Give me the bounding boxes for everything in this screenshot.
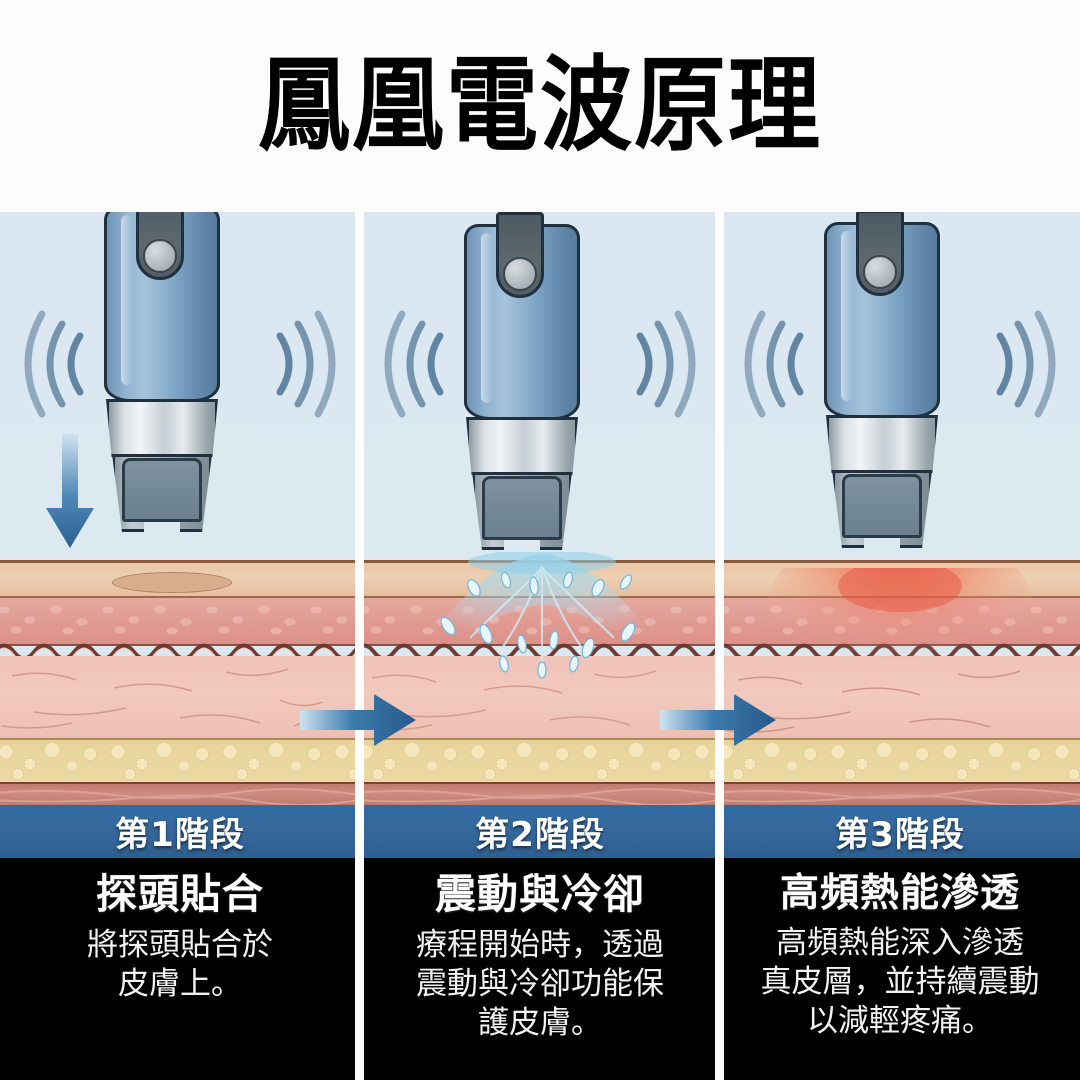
- skin-layer-muscle: [720, 782, 1080, 805]
- skin-cross-section: [720, 522, 1080, 805]
- stage-panel-2: 第2階段 震動與冷卻 療程開始時，透過 震動與冷卻功能保 護皮膚。: [360, 212, 720, 1080]
- caption-line: 真皮層，並持續震動: [760, 963, 1040, 1000]
- stage-panel-3: 第3階段 高頻熱能滲透 高頻熱能深入滲透 真皮層，並持續震動 以減輕疼痛。: [720, 212, 1080, 1080]
- arrow-right-icon: [300, 692, 418, 748]
- skin-layer-granular: [0, 598, 360, 646]
- caption-line: 護皮膚。: [478, 1005, 602, 1041]
- vibration-waves-icon: [382, 304, 448, 424]
- stage-label: 第2階段: [475, 815, 605, 855]
- caption-block-3: 高頻熱能滲透 高頻熱能深入滲透 真皮層，並持續震動 以減輕疼痛。: [720, 858, 1080, 1080]
- arrow-down-icon: [44, 434, 96, 554]
- skin-cross-section: [0, 560, 360, 805]
- probe-contact-mark: [112, 572, 232, 593]
- caption-block-2: 震動與冷卻 療程開始時，透過 震動與冷卻功能保 護皮膚。: [360, 858, 720, 1080]
- illustration-stage-1: [0, 212, 360, 805]
- stage-panel-1: 第1階段 探頭貼合 將探頭貼合於 皮膚上。: [0, 212, 360, 1080]
- panel-divider: [355, 212, 364, 1080]
- caption-heading: 高頻熱能滲透: [779, 871, 1020, 916]
- page-title: 鳳凰電波原理: [257, 45, 822, 166]
- arrow-right-icon: [660, 692, 778, 748]
- title-bar: 鳳凰電波原理: [0, 0, 1080, 212]
- device-power-button[interactable]: [863, 255, 897, 289]
- caption-body: 高頻熱能深入滲透 真皮層，並持續震動 以減輕疼痛。: [740, 924, 1060, 1041]
- skin-layer-muscle: [0, 782, 360, 805]
- skin-layer-fat: [0, 736, 360, 784]
- stage-band-1: 第1階段: [0, 805, 360, 858]
- stage-panels: 第1階段 探頭貼合 將探頭貼合於 皮膚上。: [0, 212, 1080, 1080]
- caption-heading: 探頭貼合: [96, 870, 264, 918]
- skin-layer-epidermis: [720, 560, 1080, 598]
- stage-label: 第3階段: [835, 815, 965, 855]
- caption-heading: 震動與冷卻: [435, 870, 645, 918]
- skin-cross-section: [360, 560, 720, 805]
- skin-layer-muscle: [360, 782, 720, 805]
- device-power-button[interactable]: [143, 239, 177, 273]
- vibration-waves-icon: [742, 304, 808, 424]
- caption-line: 以減輕疼痛。: [807, 1002, 993, 1039]
- vibration-waves-icon: [632, 304, 698, 424]
- caption-line: 將探頭貼合於: [87, 926, 273, 963]
- caption-line: 高頻熱能深入滲透: [776, 924, 1024, 961]
- skin-layer-fat: [360, 736, 720, 784]
- skin-layer-fat: [720, 736, 1080, 784]
- device-power-button[interactable]: [503, 257, 537, 291]
- caption-line: 震動與冷卻功能保: [416, 965, 664, 1002]
- stage-band-3: 第3階段: [720, 805, 1080, 858]
- vibration-waves-icon: [992, 304, 1058, 424]
- caption-block-1: 探頭貼合 將探頭貼合於 皮膚上。: [0, 858, 360, 1080]
- stage-band-2: 第2階段: [360, 805, 720, 858]
- vibration-waves-icon: [22, 304, 88, 424]
- caption-line: 皮膚上。: [118, 965, 242, 1002]
- vibration-waves-icon: [272, 304, 338, 424]
- caption-line: 療程開始時，透過: [416, 926, 664, 963]
- panel-divider: [715, 212, 724, 1080]
- caption-body: 療程開始時，透過 震動與冷卻功能保 護皮膚。: [380, 926, 700, 1043]
- skin-layer-epidermis: [0, 560, 360, 598]
- stage-label: 第1階段: [115, 815, 245, 855]
- skin-layer-epidermis: [360, 560, 720, 598]
- caption-body: 將探頭貼合於 皮膚上。: [30, 926, 330, 1004]
